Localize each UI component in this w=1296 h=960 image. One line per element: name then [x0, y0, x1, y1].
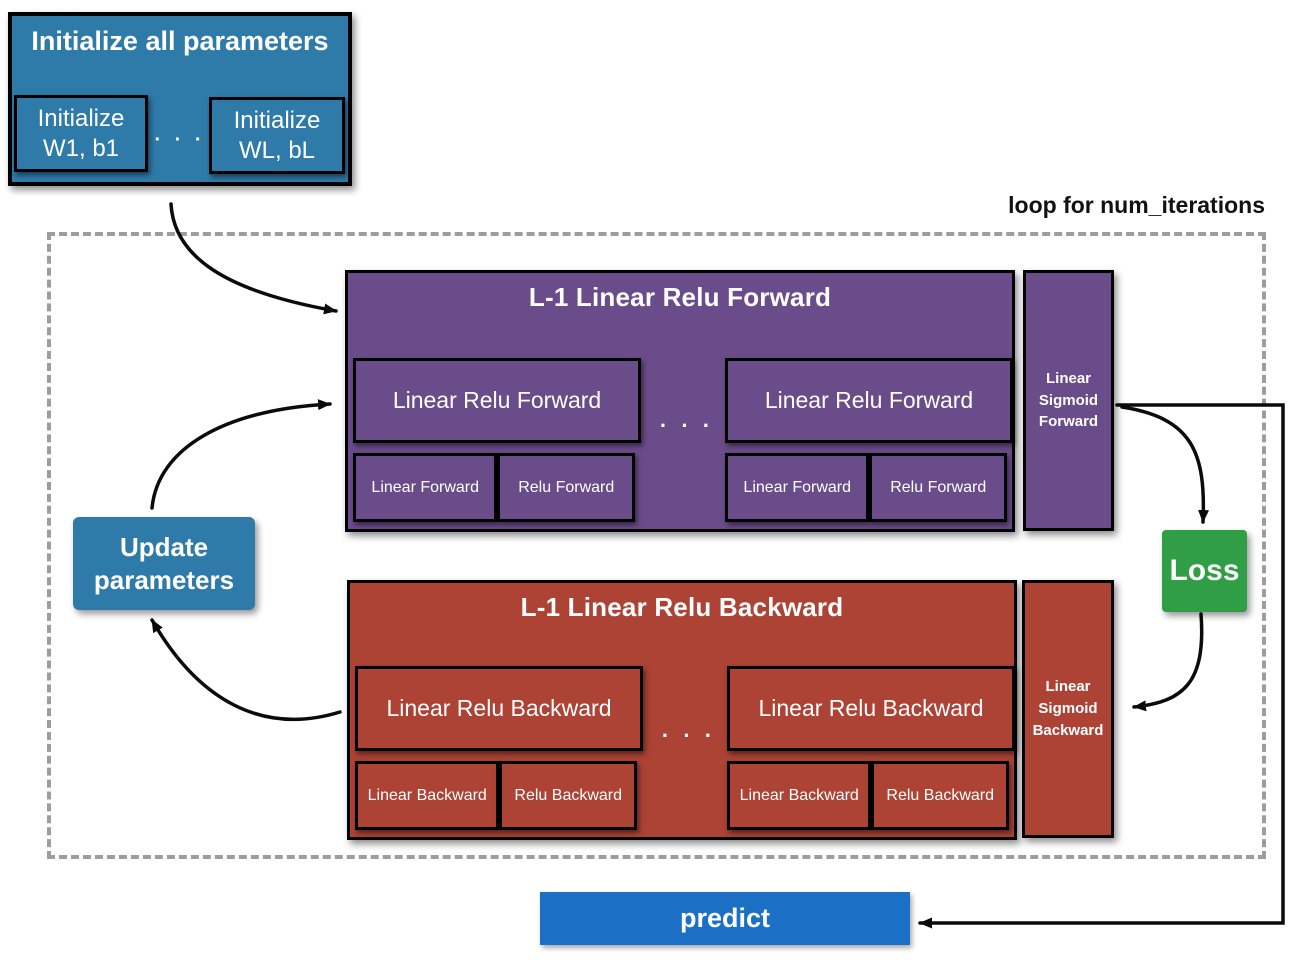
predict-label: predict — [679, 903, 771, 933]
linear-backward-box-1: Linear Backward — [355, 761, 500, 830]
initialize-w1-b1-line1: Initialize — [37, 104, 125, 132]
linear-relu-forward-unit2-box: Linear Relu Forward — [725, 358, 1013, 443]
init-ellipsis: · · · — [154, 129, 206, 151]
linear-backward-box-2: Linear Backward — [727, 761, 872, 830]
forward-unit-1: Linear Relu Forward Linear Forward Relu … — [353, 358, 641, 522]
forward-ellipsis: · · · — [659, 413, 715, 438]
loop-label: loop for num_iterations — [1008, 192, 1265, 218]
relu-backward-box-2: Relu Backward — [871, 761, 1009, 830]
linear-relu-forward-group-box: L-1 Linear Relu Forward Linear Relu Forw… — [345, 270, 1015, 532]
relu-forward-box-1: Relu Forward — [497, 453, 635, 522]
arrow-init-to-forward — [169, 202, 338, 315]
backward-ellipsis: · · · — [661, 723, 717, 748]
relu-backward-box-1: Relu Backward — [499, 761, 637, 830]
initialize-wl-bl-line2: WL, bL — [238, 136, 316, 164]
arrow-sigmoid-forward-to-predict — [918, 403, 1285, 929]
initialize-parameters-title: Initialize all parameters — [31, 26, 329, 56]
linear-forward-box-2: Linear Forward — [725, 453, 870, 522]
predict-button: predict — [540, 892, 910, 945]
linear-relu-backward-unit1-box: Linear Relu Backward — [355, 666, 643, 751]
linear-relu-forward-unit1-box: Linear Relu Forward — [353, 358, 641, 443]
loop-boundary-box — [47, 232, 1266, 859]
linear-sigmoid-forward-box: Linear Sigmoid Forward — [1023, 270, 1114, 531]
initialize-parameters-box: Initialize all parameters Initialize W1,… — [8, 12, 352, 186]
linear-sigmoid-forward-line1: Linear — [1045, 369, 1091, 387]
linear-forward-box-1: Linear Forward — [353, 453, 498, 522]
loss-box: Loss — [1162, 530, 1247, 612]
initialize-w1-b1-line2: W1, b1 — [42, 134, 120, 162]
linear-relu-backward-unit2-box: Linear Relu Backward — [727, 666, 1015, 751]
linear-sigmoid-backward-box: Linear Sigmoid Backward — [1022, 580, 1114, 838]
arrow-update-to-forward — [150, 399, 332, 510]
arrow-backward-to-update — [150, 618, 342, 722]
linear-sigmoid-forward-line2: Sigmoid — [1038, 391, 1099, 409]
loss-label: Loss — [1169, 554, 1240, 587]
update-parameters-line2: parameters — [93, 564, 235, 595]
update-parameters-box: Update parameters — [73, 517, 255, 610]
initialize-wl-bl-line1: Initialize — [233, 106, 321, 134]
backward-unit-1: Linear Relu Backward Linear Backward Rel… — [355, 666, 643, 830]
linear-relu-forward-group-title: L-1 Linear Relu Forward — [528, 282, 832, 312]
linear-relu-backward-group-title: L-1 Linear Relu Backward — [520, 592, 844, 622]
initialize-wl-bl-box: Initialize WL, bL — [209, 97, 345, 174]
linear-sigmoid-backward-line2: Sigmoid — [1038, 700, 1098, 718]
backward-unit-2: Linear Relu Backward Linear Backward Rel… — [727, 666, 1015, 830]
relu-forward-box-2: Relu Forward — [869, 453, 1007, 522]
update-parameters-line1: Update — [119, 532, 209, 562]
linear-sigmoid-backward-line3: Backward — [1032, 721, 1104, 739]
linear-sigmoid-backward-line1: Linear — [1045, 678, 1091, 696]
linear-relu-backward-group-box: L-1 Linear Relu Backward Linear Relu Bac… — [347, 580, 1017, 840]
forward-unit-2: Linear Relu Forward Linear Forward Relu … — [725, 358, 1013, 522]
arrow-sigmoid-forward-to-loss — [1120, 405, 1210, 524]
arrow-loss-to-sigmoid-backward — [1132, 612, 1204, 712]
linear-sigmoid-forward-line3: Forward — [1038, 413, 1099, 431]
initialize-w1-b1-box: Initialize W1, b1 — [14, 95, 148, 172]
